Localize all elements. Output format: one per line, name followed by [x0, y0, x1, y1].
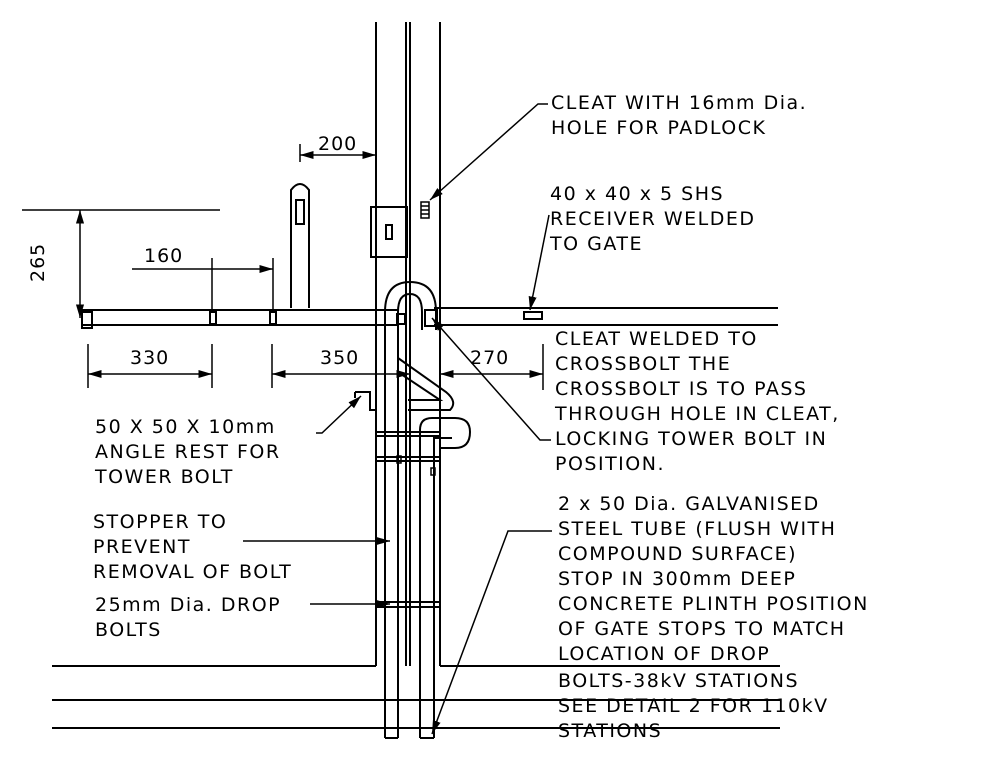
note-line: STATIONS: [558, 720, 662, 742]
note-line: POSITION.: [555, 453, 665, 475]
angle-rest: [354, 391, 376, 411]
note-line: SEE DETAIL 2 FOR 110kV: [558, 695, 829, 717]
note-line: CONCRETE PLINTH POSITION: [558, 593, 869, 615]
note-line: 2 x 50 Dia. GALVANISED: [558, 493, 820, 515]
note-shs-receiver: 40 x 40 x 5 SHS RECEIVER WELDED TO GATE: [549, 183, 755, 255]
note-line: CROSSBOLT THE: [555, 353, 731, 375]
note-line: ANGLE REST FOR: [95, 441, 281, 463]
note-line: 40 x 40 x 5 SHS: [550, 183, 724, 205]
drop-bolt-handle-slant: [397, 357, 455, 411]
crossbolt-loop: [384, 280, 438, 739]
dimension-350: 350: [271, 344, 410, 388]
note-line: COMPOUND SURFACE): [558, 543, 797, 565]
note-stopper: STOPPER TO PREVENT REMOVAL OF BOLT: [93, 511, 292, 583]
note-line: PREVENT: [93, 536, 191, 558]
note-line: CLEAT WITH 16mm Dia.: [551, 92, 807, 114]
note-line: 50 X 50 X 10mm: [95, 416, 276, 438]
dimension-270: 270: [440, 344, 544, 390]
note-line: TO GATE: [549, 233, 643, 255]
note-line: RECEIVER WELDED: [550, 208, 755, 230]
note-line: LOCATION OF DROP: [558, 643, 770, 665]
dim-label-330: 330: [130, 347, 169, 369]
note-angle-rest: 50 X 50 X 10mm ANGLE REST FOR TOWER BOLT: [94, 416, 281, 488]
gate-rails: [81, 307, 778, 329]
dim-label-270: 270: [470, 347, 509, 369]
dimension-330: 330: [87, 344, 213, 388]
dim-label-350: 350: [320, 347, 359, 369]
note-line: CLEAT WELDED TO: [555, 328, 758, 350]
tower-bolt-handle: [290, 183, 310, 308]
ground-lines: [52, 665, 780, 729]
dimension-265: 265: [22, 209, 220, 318]
note-line: STEEL TUBE (FLUSH WITH: [558, 518, 836, 540]
note-line: 25mm Dia. DROP: [95, 594, 281, 616]
dim-label-265: 265: [27, 243, 49, 282]
note-drop-bolts: 25mm Dia. DROP BOLTS: [95, 594, 281, 641]
note-line: TOWER BOLT: [94, 466, 234, 488]
note-line: CROSSBOLT IS TO PASS: [555, 378, 807, 400]
dim-label-200: 200: [318, 133, 357, 155]
gate-post: [375, 22, 441, 666]
note-line: BOLTS-38kV STATIONS: [558, 670, 799, 692]
note-line: STOP IN 300mm DEEP: [558, 568, 796, 590]
note-line: REMOVAL OF BOLT: [93, 561, 292, 583]
note-cleat-padlock: CLEAT WITH 16mm Dia. HOLE FOR PADLOCK: [551, 92, 807, 139]
note-line: STOPPER TO: [93, 511, 227, 533]
leader-lines: [243, 103, 552, 735]
padlock-cleat: [370, 201, 430, 258]
note-line: BOLTS: [95, 619, 162, 641]
note-steel-tube: 2 x 50 Dia. GALVANISED STEEL TUBE (FLUSH…: [558, 493, 869, 742]
note-line: OF GATE STOPS TO MATCH: [558, 618, 846, 640]
note-line: LOCKING TOWER BOLT IN: [555, 428, 827, 450]
dimension-200: 200: [299, 133, 377, 162]
note-line: THROUGH HOLE IN CLEAT,: [554, 403, 840, 425]
note-line: HOLE FOR PADLOCK: [551, 117, 766, 139]
dimension-160: 160: [132, 245, 274, 312]
note-cleat-crossbolt: CLEAT WELDED TO CROSSBOLT THE CROSSBOLT …: [554, 328, 840, 475]
drop-bolt-right: [419, 417, 472, 739]
dim-label-160: 160: [144, 245, 183, 267]
